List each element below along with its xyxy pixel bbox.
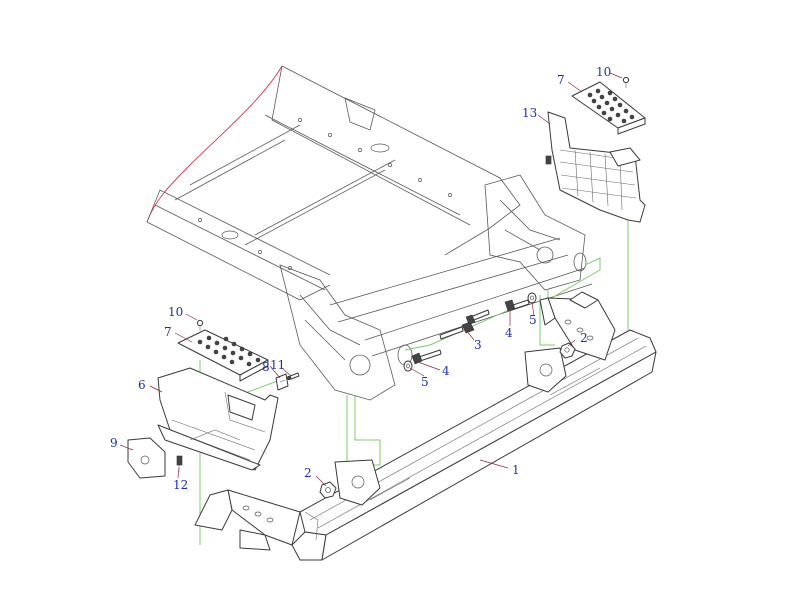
frame-rail-upper [271,65,521,256]
frame-crossmember [174,124,301,201]
front-step-plate [177,329,269,382]
rear-step-plate [571,81,646,135]
rear-step-plate-holes [587,88,635,124]
cross-tube-1 [329,237,569,323]
frame-rail-lower [146,189,331,301]
callout-13: 13 [522,106,538,120]
bolts-and-washers [403,292,537,372]
callout-4-lower: 4 [442,364,450,378]
front-step-box [157,367,279,471]
front-mounting-bracket [194,489,319,551]
rear-mounting-bracket [539,291,616,361]
rear-step-frame [545,111,646,223]
callout-1: 1 [512,463,520,477]
pin [176,455,183,472]
small-bolt [286,372,300,381]
callout-4-upper: 4 [505,326,513,340]
callout-5-lower: 5 [421,375,429,389]
callout-11: 11 [270,358,286,372]
rear-slotted-plate [524,347,567,393]
bracket-plate [127,437,166,479]
frame-bracket-front [279,264,396,401]
callout-10-rear: 10 [596,65,612,79]
callout-8: 8 [262,360,270,374]
frame-bracket-rear [484,174,586,291]
callout-5-upper: 5 [529,313,537,327]
part-bumper-beam [291,329,657,561]
screw-rear [622,76,630,88]
callout-7-rear: 7 [557,73,565,87]
front-step-plate-holes [197,335,261,367]
chassis-frame [146,65,593,401]
screw-front [196,319,204,331]
callout-7-front: 7 [164,325,172,339]
frame-cut-edge [146,65,283,223]
callout-2-front: 2 [304,466,312,480]
leader-lines [119,72,623,487]
callout-10-front: 10 [168,305,184,319]
callout-6: 6 [138,378,146,392]
nut-rear [559,342,576,359]
nut-front [319,481,337,499]
frame-holes [198,118,452,270]
callout-3: 3 [474,338,482,352]
front-slotted-plate [334,459,381,506]
callout-2-rear: 2 [580,331,588,345]
clip-bracket [275,373,289,391]
callout-12: 12 [173,478,189,492]
callout-9: 9 [110,436,118,450]
